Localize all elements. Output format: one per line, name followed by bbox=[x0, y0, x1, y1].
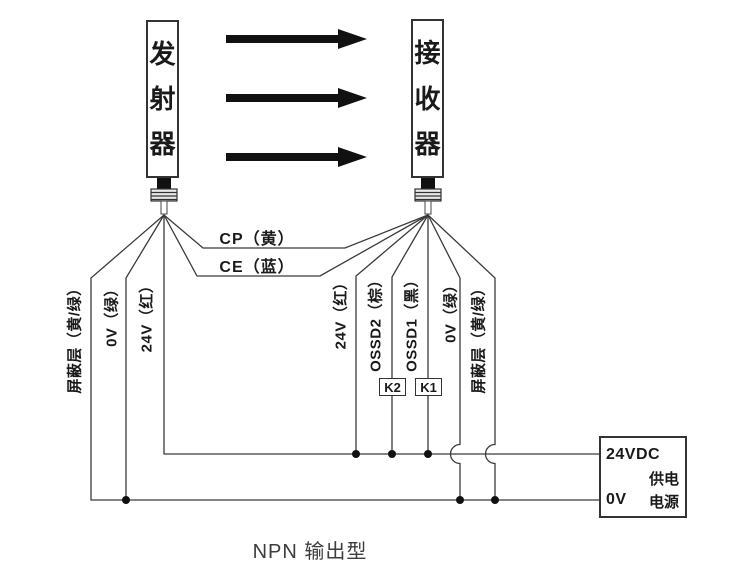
wire-label-tx-0v: 0V（绿） bbox=[103, 281, 121, 347]
power-supply-0v-terminal: 0V bbox=[606, 491, 627, 508]
wire-label-ce: CE（蓝） bbox=[219, 259, 295, 276]
power-supply-box: 24VDC 0V 供电 电源 bbox=[599, 436, 687, 518]
wire-label-rx-0v: 0V（绿） bbox=[442, 277, 460, 343]
transmitter-label-char: 器 bbox=[149, 129, 176, 159]
receiver-connector-icon bbox=[414, 178, 442, 215]
power-supply-24vdc-terminal: 24VDC bbox=[606, 446, 661, 463]
wire-label-tx-24v: 24V（红） bbox=[138, 277, 156, 353]
wire-rx-24v bbox=[355, 214, 429, 454]
wire-label-tx-shield: 屏蔽层（黄/绿） bbox=[66, 280, 84, 394]
wire-label-rx-ossd2: OSSD2（棕） bbox=[367, 272, 385, 372]
wire-label-rx-shield: 屏蔽层（黄/绿） bbox=[470, 280, 488, 394]
receiver-label-char: 接 bbox=[414, 38, 441, 69]
relay-k1-label: K1 bbox=[420, 379, 437, 395]
transmitter-label-char: 射 bbox=[149, 84, 176, 114]
beam-arrow-icon bbox=[226, 88, 367, 108]
power-supply-name: 供电 电源 bbox=[649, 468, 679, 514]
power-supply-name-line1: 供电 bbox=[648, 471, 679, 488]
relay-k2-box: K2 bbox=[379, 378, 406, 396]
relay-k1-box: K1 bbox=[415, 378, 442, 396]
junction-dot bbox=[491, 496, 499, 504]
junction-dot bbox=[424, 450, 432, 458]
junction-dot bbox=[388, 450, 396, 458]
wire-cp bbox=[163, 214, 429, 249]
wire-tx-24v-bus bbox=[163, 215, 599, 455]
transmitter-label-char: 发 bbox=[149, 39, 176, 69]
wire-tx-shield bbox=[90, 214, 599, 501]
beam-arrow-icon bbox=[226, 29, 367, 49]
diagram-caption: NPN 输出型 bbox=[252, 541, 368, 563]
junction-dots bbox=[122, 450, 499, 504]
receiver-label-char: 器 bbox=[414, 128, 441, 159]
wire-ce bbox=[163, 214, 429, 277]
junction-dot bbox=[456, 496, 464, 504]
transmitter-connector-icon bbox=[150, 178, 178, 215]
beam-arrows bbox=[226, 29, 367, 167]
junction-dot bbox=[352, 450, 360, 458]
wire-label-rx-ossd1: OSSD1（黑） bbox=[403, 272, 421, 372]
receiver-box: 接 收 器 bbox=[411, 19, 444, 178]
wire-label-cp: CP（黄） bbox=[219, 231, 295, 248]
wire-tx-0v bbox=[125, 214, 165, 500]
junction-dot bbox=[122, 496, 130, 504]
wire-rx-shield bbox=[427, 214, 496, 500]
wire-rx-0v bbox=[427, 214, 461, 500]
receiver-label-char: 收 bbox=[414, 83, 441, 114]
transmitter-box: 发 射 器 bbox=[146, 20, 179, 178]
beam-arrow-icon bbox=[226, 147, 367, 167]
power-supply-name-line2: 电源 bbox=[648, 494, 679, 511]
relay-k2-label: K2 bbox=[384, 379, 401, 395]
wire-label-rx-24v: 24V（红） bbox=[332, 274, 350, 350]
